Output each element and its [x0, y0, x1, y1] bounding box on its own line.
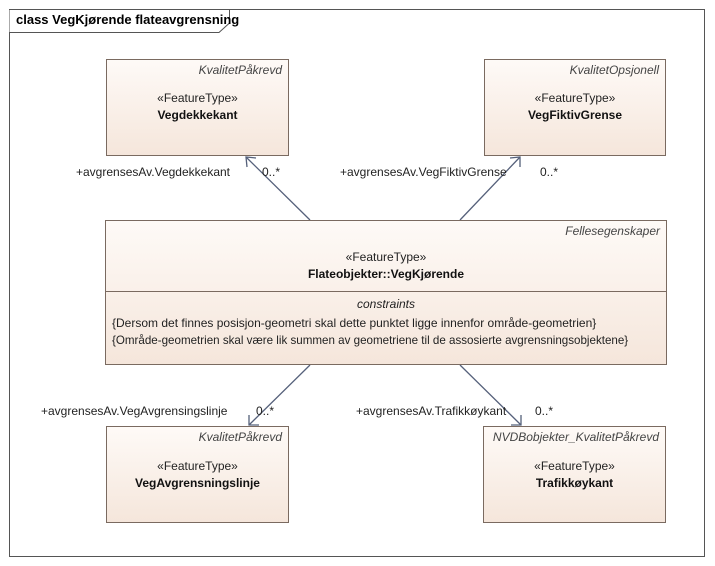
- multiplicity-label-trafikkoykant: 0..*: [535, 404, 554, 418]
- arrowhead-vegavgrensningslinje: [248, 415, 259, 426]
- frame-tab-shape: [9, 9, 230, 33]
- arrowhead-vegdekkekant: [245, 156, 257, 168]
- class-name: Vegdekkekant: [157, 108, 238, 122]
- class-box-vegavgrensningslinje[interactable]: KvalitetPåkrevd «FeatureType» VegAvgrens…: [106, 426, 289, 523]
- class-stereotype: «FeatureType»: [157, 91, 238, 105]
- constraint-item: {Område-geometrien skal være lik summen …: [112, 334, 629, 347]
- class-box-vegkjorende[interactable]: Fellesegenskaper «FeatureType» Flateobje…: [105, 220, 667, 365]
- multiplicity-label-vegfiktivgrense: 0..*: [540, 165, 559, 179]
- class-package-label: KvalitetOpsjonell: [569, 63, 659, 77]
- class-package-label: KvalitetPåkrevd: [198, 63, 282, 77]
- association-line-trafikkoykant: [459, 364, 522, 426]
- constraint-item: {Dersom det finnes posisjon-geometri ska…: [112, 316, 597, 330]
- frame-tab: class VegKjørende flateavgrensning: [9, 9, 239, 33]
- class-box-trafikkoykant[interactable]: NVDBobjekter_KvalitetPåkrevd «FeatureTyp…: [483, 426, 666, 523]
- class-name: Flateobjekter::VegKjørende: [307, 267, 465, 281]
- arrowhead-trafikkoykant: [511, 415, 522, 426]
- class-name: VegFiktivGrense: [527, 108, 623, 122]
- frame-title: class VegKjørende flateavgrensning: [16, 12, 240, 27]
- class-package-label: Fellesegenskaper: [565, 224, 660, 238]
- multiplicity-label-vegavgrensningslinje: 0..*: [256, 404, 275, 418]
- class-package-label: NVDBobjekter_KvalitetPåkrevd: [492, 430, 659, 444]
- role-label-vegavgrensningslinje: +avgrensesAv.VegAvgrensingslinje: [41, 404, 228, 418]
- role-label-trafikkoykant: +avgrensesAv.Trafikkøykant: [356, 404, 507, 418]
- role-label-vegfiktivgrense: +avgrensesAv.VegFiktivGrense: [340, 165, 507, 179]
- class-name: VegAvgrensningslinje: [135, 476, 260, 490]
- class-stereotype: «FeatureType»: [534, 91, 616, 105]
- class-stereotype: «FeatureType»: [157, 459, 238, 473]
- compartment-divider: [106, 291, 666, 292]
- association-line-vegdekkekant: [245, 156, 311, 221]
- association-line-vegavgrensningslinje: [248, 364, 311, 426]
- class-box-vegfiktivgrense[interactable]: KvalitetOpsjonell «FeatureType» VegFikti…: [484, 59, 666, 156]
- class-name: Trafikkøykant: [535, 476, 614, 490]
- association-line-vegfiktivgrense: [459, 156, 521, 221]
- class-stereotype: «FeatureType»: [345, 250, 427, 264]
- class-box-vegdekkekant[interactable]: KvalitetPåkrevd «FeatureType» Vegdekkeka…: [106, 59, 289, 156]
- multiplicity-label-vegdekkekant: 0..*: [262, 165, 281, 179]
- arrowhead-vegfiktivgrense: [509, 156, 521, 167]
- class-stereotype: «FeatureType»: [534, 459, 615, 473]
- role-label-vegdekkekant: +avgrensesAv.Vegdekkekant: [76, 165, 230, 179]
- class-package-label: KvalitetPåkrevd: [198, 430, 282, 444]
- constraints-title: constraints: [356, 297, 416, 311]
